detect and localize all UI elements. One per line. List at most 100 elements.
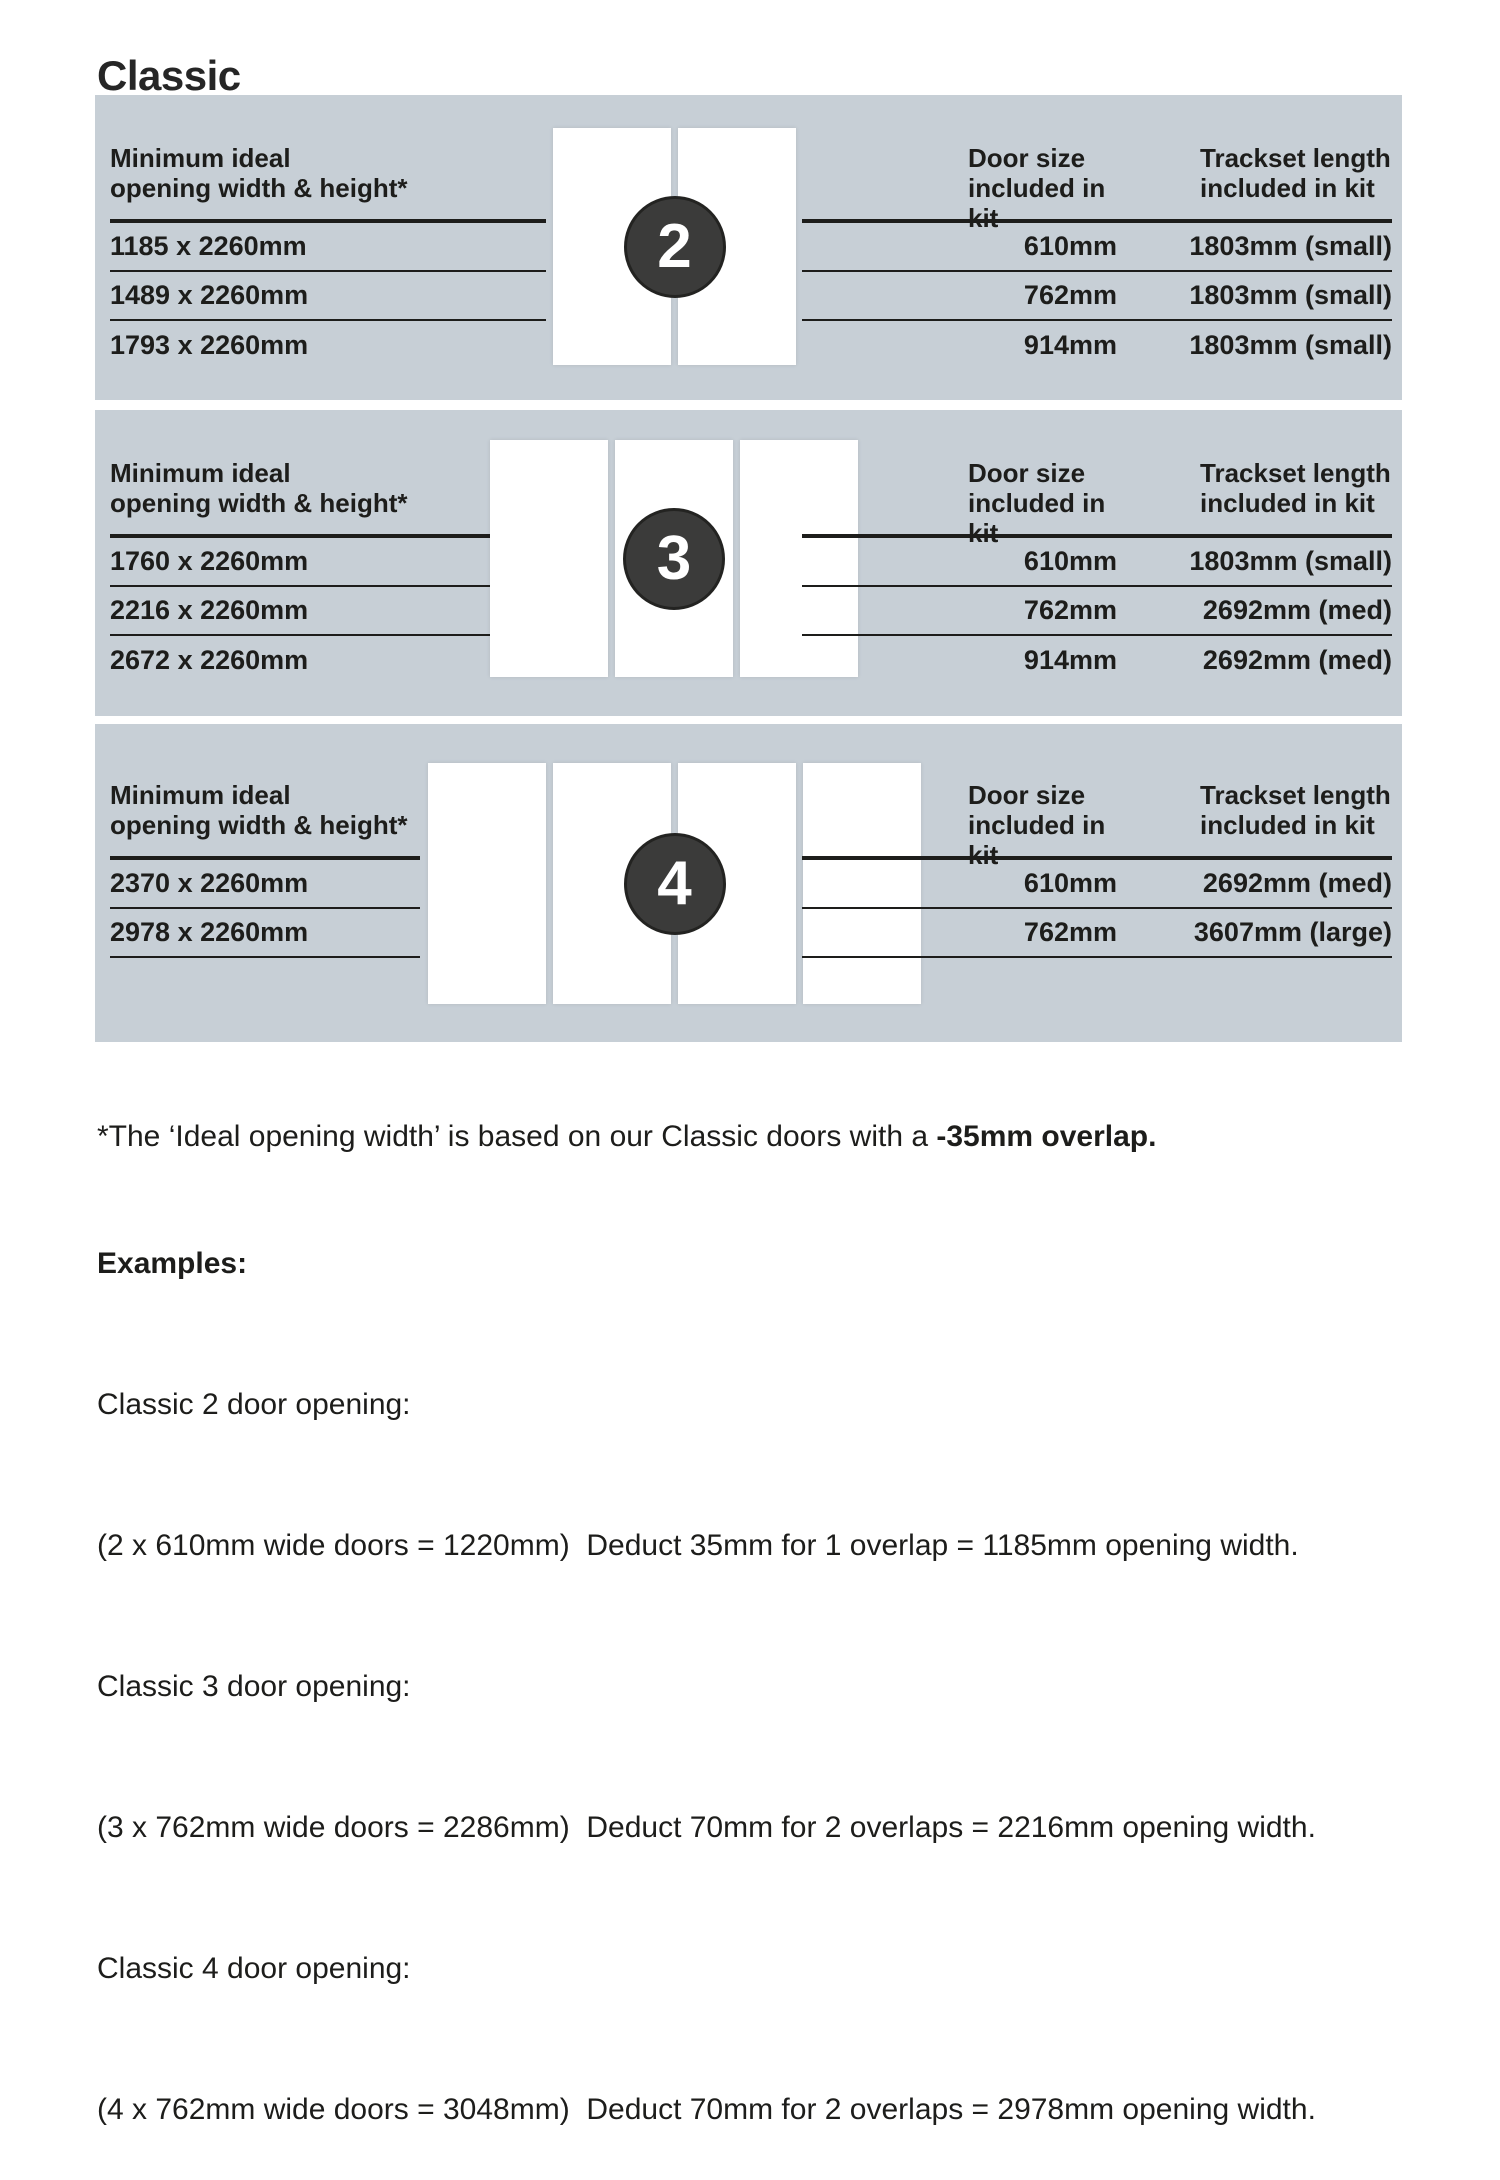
opening-size-value: 2978 x 2260mm xyxy=(110,917,309,947)
table-row: 2672 x 2260mm xyxy=(110,636,546,685)
examples-block: Examples: Classic 2 door opening: (2 x 6… xyxy=(97,1146,1316,2180)
trackset-length-value: 2692mm (med) xyxy=(1202,868,1392,898)
door-count-badge: 2 xyxy=(623,195,726,298)
classic-3-door-section: Minimum ideal opening width & height* 17… xyxy=(95,410,1402,716)
footnote-bold-text: -35mm overlap. xyxy=(936,1120,1157,1153)
header-line: Minimum ideal xyxy=(110,780,291,810)
example-label: Classic 3 door opening: xyxy=(97,1670,411,1703)
table-row: 1760 x 2260mm xyxy=(110,538,546,587)
table-row: 1185 x 2260mm xyxy=(110,223,546,272)
door-count-badge: 4 xyxy=(623,832,726,935)
opening-column-header: Minimum ideal opening width & height* xyxy=(110,143,546,219)
table-row: 2370 x 2260mm xyxy=(110,860,420,909)
opening-size-table: Minimum ideal opening width & height* 17… xyxy=(110,458,546,685)
example-label: Classic 2 door opening: xyxy=(97,1388,411,1421)
header-rule xyxy=(802,856,1392,860)
kit-contents-table: Door size included in kit Trackset lengt… xyxy=(802,780,1392,958)
example-detail: (3 x 762mm wide doors = 2286mm) Deduct 7… xyxy=(97,1811,1316,1844)
table-row: 914mm 1803mm (small) xyxy=(802,321,1392,370)
door-diagram-4: 4 xyxy=(428,763,921,1004)
door-size-column-header: Door size included in kit xyxy=(802,143,1117,233)
example-detail: (2 x 610mm wide doors = 1220mm) Deduct 3… xyxy=(97,1529,1299,1562)
door-size-value: 610mm xyxy=(1023,231,1117,261)
header-rule xyxy=(110,534,546,538)
classic-2-door-section: Minimum ideal opening width & height* 11… xyxy=(95,95,1402,400)
header-line: Trackset length xyxy=(1200,143,1391,173)
table-row: 2216 x 2260mm xyxy=(110,587,546,636)
table-row: 1489 x 2260mm xyxy=(110,272,546,321)
kit-table-header: Door size included in kit Trackset lengt… xyxy=(802,143,1392,233)
door-size-value: 610mm xyxy=(1023,546,1117,576)
trackset-length-value: 2692mm (med) xyxy=(1202,595,1392,625)
table-row: 914mm 2692mm (med) xyxy=(802,636,1392,685)
opening-size-value: 1760 x 2260mm xyxy=(110,546,309,576)
kit-contents-table: Door size included in kit Trackset lengt… xyxy=(802,143,1392,370)
header-line: Door size xyxy=(968,780,1086,810)
opening-size-table: Minimum ideal opening width & height* 23… xyxy=(110,780,420,958)
kit-contents-table: Door size included in kit Trackset lengt… xyxy=(802,458,1392,685)
trackset-column-header: Trackset length included in kit xyxy=(1117,143,1392,219)
table-row: 762mm 2692mm (med) xyxy=(802,587,1392,636)
header-line: included in kit xyxy=(968,488,1106,548)
opening-size-value: 1793 x 2260mm xyxy=(110,330,309,360)
door-panel xyxy=(803,763,921,1004)
opening-size-value: 1489 x 2260mm xyxy=(110,280,309,310)
header-line: opening width & height* xyxy=(110,488,408,518)
header-line: included in kit xyxy=(1200,173,1375,203)
door-size-value: 914mm xyxy=(1023,645,1117,675)
trackset-length-value: 1803mm (small) xyxy=(1189,280,1392,310)
footnote-text: *The ‘Ideal opening width’ is based on o… xyxy=(97,1120,937,1153)
kit-table-header: Door size included in kit Trackset lengt… xyxy=(802,780,1392,870)
header-line: Door size xyxy=(968,458,1086,488)
opening-column-header: Minimum ideal opening width & height* xyxy=(110,780,420,856)
header-line: opening width & height* xyxy=(110,173,408,203)
table-row: 2978 x 2260mm xyxy=(110,909,420,958)
header-line: included in kit xyxy=(968,810,1106,870)
door-size-column-header: Door size included in kit xyxy=(802,780,1117,870)
trackset-length-value: 3607mm (large) xyxy=(1193,917,1392,947)
header-rule xyxy=(802,534,1392,538)
door-size-value: 914mm xyxy=(1023,330,1117,360)
table-row: 762mm 1803mm (small) xyxy=(802,272,1392,321)
trackset-length-value: 1803mm (small) xyxy=(1189,330,1392,360)
header-line: Trackset length xyxy=(1200,780,1391,810)
header-rule xyxy=(110,219,546,223)
header-line: included in kit xyxy=(1200,810,1375,840)
table-row: 1793 x 2260mm xyxy=(110,321,546,370)
trackset-length-value: 1803mm (small) xyxy=(1189,546,1392,576)
kit-table-header: Door size included in kit Trackset lengt… xyxy=(802,458,1392,548)
trackset-column-header: Trackset length included in kit xyxy=(1117,458,1392,534)
header-line: included in kit xyxy=(968,173,1106,233)
table-row: 762mm 3607mm (large) xyxy=(802,909,1392,958)
door-size-column-header: Door size included in kit xyxy=(802,458,1117,548)
overlap-footnote: *The ‘Ideal opening width’ is based on o… xyxy=(97,1120,1156,1154)
door-panel xyxy=(740,440,858,677)
header-rule xyxy=(110,856,420,860)
header-line: Door size xyxy=(968,143,1086,173)
example-detail: (4 x 762mm wide doors = 3048mm) Deduct 7… xyxy=(97,2093,1316,2126)
header-rule xyxy=(802,219,1392,223)
opening-column-header: Minimum ideal opening width & height* xyxy=(110,458,546,534)
door-size-value: 762mm xyxy=(1023,280,1117,310)
door-size-value: 762mm xyxy=(1023,595,1117,625)
door-count-badge: 3 xyxy=(623,507,725,610)
table-row: 610mm 2692mm (med) xyxy=(802,860,1392,909)
door-diagram-3: 3 xyxy=(490,440,858,677)
examples-heading: Examples: xyxy=(97,1247,248,1280)
trackset-length-value: 1803mm (small) xyxy=(1189,231,1392,261)
table-row: 610mm 1803mm (small) xyxy=(802,538,1392,587)
opening-size-value: 2216 x 2260mm xyxy=(110,595,309,625)
example-label: Classic 4 door opening: xyxy=(97,1952,411,1985)
page-title: Classic xyxy=(97,52,241,100)
opening-size-value: 2370 x 2260mm xyxy=(110,868,309,898)
table-row: 610mm 1803mm (small) xyxy=(802,223,1392,272)
opening-size-value: 1185 x 2260mm xyxy=(110,231,307,261)
door-diagram-2: 2 xyxy=(553,128,796,365)
opening-size-value: 2672 x 2260mm xyxy=(110,645,309,675)
header-line: Minimum ideal xyxy=(110,143,291,173)
door-size-value: 762mm xyxy=(1023,917,1117,947)
door-size-value: 610mm xyxy=(1023,868,1117,898)
door-panel xyxy=(428,763,546,1004)
header-line: Trackset length xyxy=(1200,458,1391,488)
door-panel xyxy=(490,440,608,677)
